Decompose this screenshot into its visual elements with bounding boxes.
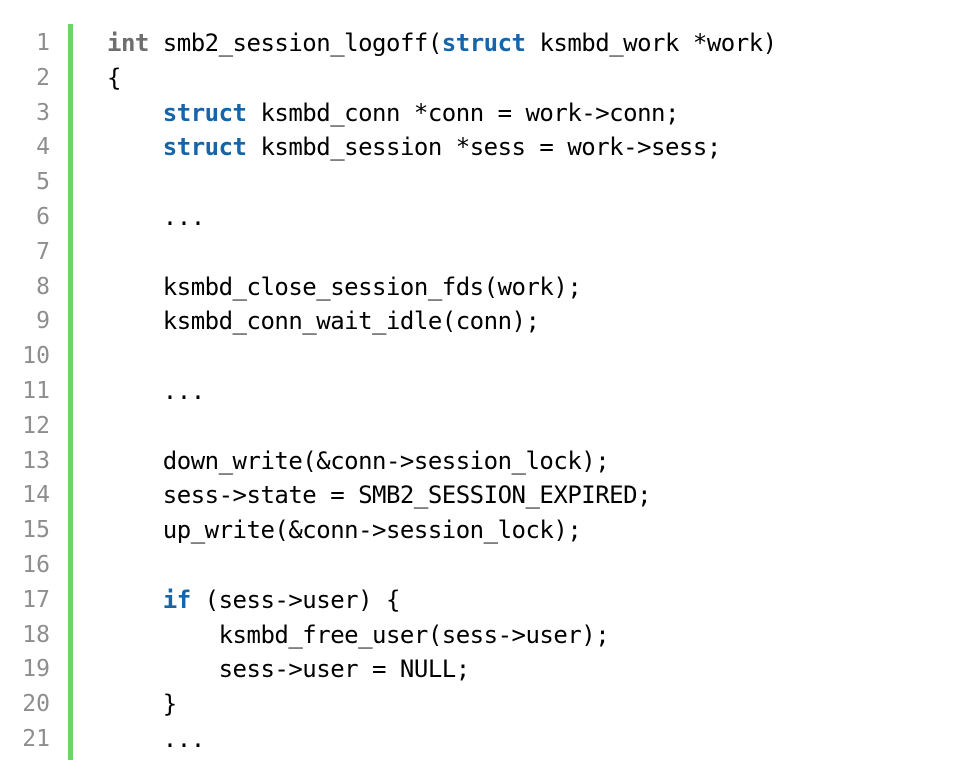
code-text: int smb2_session_logoff(struct ksmbd_wor… — [107, 26, 777, 60]
code-text: sess->state = SMB2_SESSION_EXPIRED; — [107, 478, 652, 512]
line-number: 1 — [36, 30, 50, 56]
code-token: up_write(&conn->session_lock); — [162, 516, 582, 545]
code-line: 3 struct ksmbd_conn *conn = work->conn; — [0, 96, 960, 130]
code-text: ksmbd_close_session_fds(work); — [107, 270, 582, 304]
keyword-token: struct — [441, 29, 526, 57]
line-number: 17 — [22, 586, 50, 613]
code-token: ksmbd_conn *conn = work->conn; — [246, 98, 679, 127]
line-number: 8 — [36, 273, 50, 300]
keyword-token: struct — [162, 98, 247, 127]
code-token — [107, 273, 163, 301]
code-line: 18 ksmbd_free_user(sess->user); — [0, 618, 960, 652]
code-token: ksmbd_work *work) — [525, 29, 777, 57]
code-token: ksmbd_conn_wait_idle(conn); — [162, 307, 540, 336]
keyword-token: if — [162, 585, 191, 614]
line-number: 14 — [22, 482, 50, 509]
code-token: smb2_session_logoff( — [148, 29, 442, 57]
code-text: ... — [107, 722, 205, 756]
code-line: 10 — [0, 339, 960, 373]
code-text: struct ksmbd_session *sess = work->sess; — [107, 130, 721, 164]
code-token — [107, 99, 163, 127]
code-token: sess->user = NULL; — [218, 655, 471, 684]
code-token — [107, 377, 163, 405]
line-number: 15 — [22, 517, 50, 544]
code-token — [107, 133, 163, 161]
code-line: 20 } — [0, 687, 960, 721]
line-number: 4 — [36, 134, 50, 161]
line-number: 7 — [36, 238, 50, 265]
code-text: ... — [107, 200, 205, 234]
code-line: 5 — [0, 165, 960, 199]
keyword-token: struct — [162, 133, 247, 162]
code-text: } — [107, 687, 177, 721]
code-token: } — [162, 690, 177, 719]
code-line: 17 if (sess->user) { — [0, 583, 960, 617]
code-line: 8 ksmbd_close_session_fds(work); — [0, 270, 960, 304]
code-token — [107, 447, 163, 475]
code-token — [107, 586, 163, 614]
code-text: ksmbd_conn_wait_idle(conn); — [107, 304, 540, 338]
code-token: ... — [162, 203, 205, 231]
line-number: 6 — [36, 204, 50, 230]
line-number: 20 — [22, 691, 50, 718]
code-token: sess->state = SMB2_SESSION_EXPIRED; — [162, 481, 652, 510]
code-text: down_write(&conn->session_lock); — [107, 444, 610, 478]
code-token: down_write(&conn->session_lock); — [162, 446, 610, 475]
code-text: { — [107, 61, 121, 95]
code-line: 21 ... — [0, 722, 960, 756]
code-token — [107, 690, 163, 718]
code-line: 19 sess->user = NULL; — [0, 652, 960, 686]
line-number: 10 — [22, 343, 50, 370]
line-number: 18 — [22, 621, 50, 648]
line-number: 21 — [22, 726, 50, 752]
line-number: 5 — [36, 169, 50, 196]
code-text: ... — [107, 374, 205, 408]
code-line: 9 ksmbd_conn_wait_idle(conn); — [0, 304, 960, 338]
line-number: 3 — [36, 99, 50, 126]
code-text: struct ksmbd_conn *conn = work->conn; — [107, 96, 680, 130]
line-number: 16 — [22, 552, 50, 578]
code-text: if (sess->user) { — [107, 583, 401, 617]
code-token — [107, 481, 163, 509]
gutter-bar — [68, 24, 73, 760]
line-number: 19 — [22, 656, 50, 683]
code-line: 15 up_write(&conn->session_lock); — [0, 513, 960, 547]
code-line: 11 ... — [0, 374, 960, 408]
code-line: 12 — [0, 409, 960, 443]
code-token: ksmbd_close_session_fds(work); — [162, 272, 582, 301]
code-token — [107, 655, 219, 683]
code-token: ksmbd_free_user(sess->user); — [218, 620, 610, 649]
code-token — [107, 621, 219, 649]
code-token: (sess->user) { — [190, 585, 401, 614]
code-text: sess->user = NULL; — [107, 652, 471, 686]
code-token — [107, 725, 163, 753]
code-token — [107, 516, 163, 544]
line-number: 13 — [22, 447, 50, 474]
code-line: 16 — [0, 548, 960, 582]
line-number: 11 — [22, 378, 50, 404]
code-line: 14 sess->state = SMB2_SESSION_EXPIRED; — [0, 478, 960, 512]
code-line: 2{ — [0, 61, 960, 95]
code-line: 4 struct ksmbd_session *sess = work->ses… — [0, 130, 960, 164]
code-token: ... — [162, 377, 205, 405]
line-number: 2 — [36, 64, 50, 91]
code-text: ksmbd_free_user(sess->user); — [107, 618, 610, 652]
code-token: ksmbd_session *sess = work->sess; — [246, 133, 721, 162]
code-token — [107, 203, 163, 231]
code-line: 7 — [0, 235, 960, 269]
code-token — [107, 307, 163, 335]
code-token: ... — [162, 725, 205, 753]
line-number: 12 — [22, 412, 50, 439]
code-text: up_write(&conn->session_lock); — [107, 513, 582, 547]
code-line: 13 down_write(&conn->session_lock); — [0, 444, 960, 478]
code-line: 1 int smb2_session_logoff(struct ksmbd_wo… — [0, 26, 960, 60]
keyword-token: int — [107, 29, 149, 57]
code-line: 6 ... — [0, 200, 960, 234]
line-number: 9 — [36, 308, 50, 335]
code-token: { — [107, 63, 121, 92]
